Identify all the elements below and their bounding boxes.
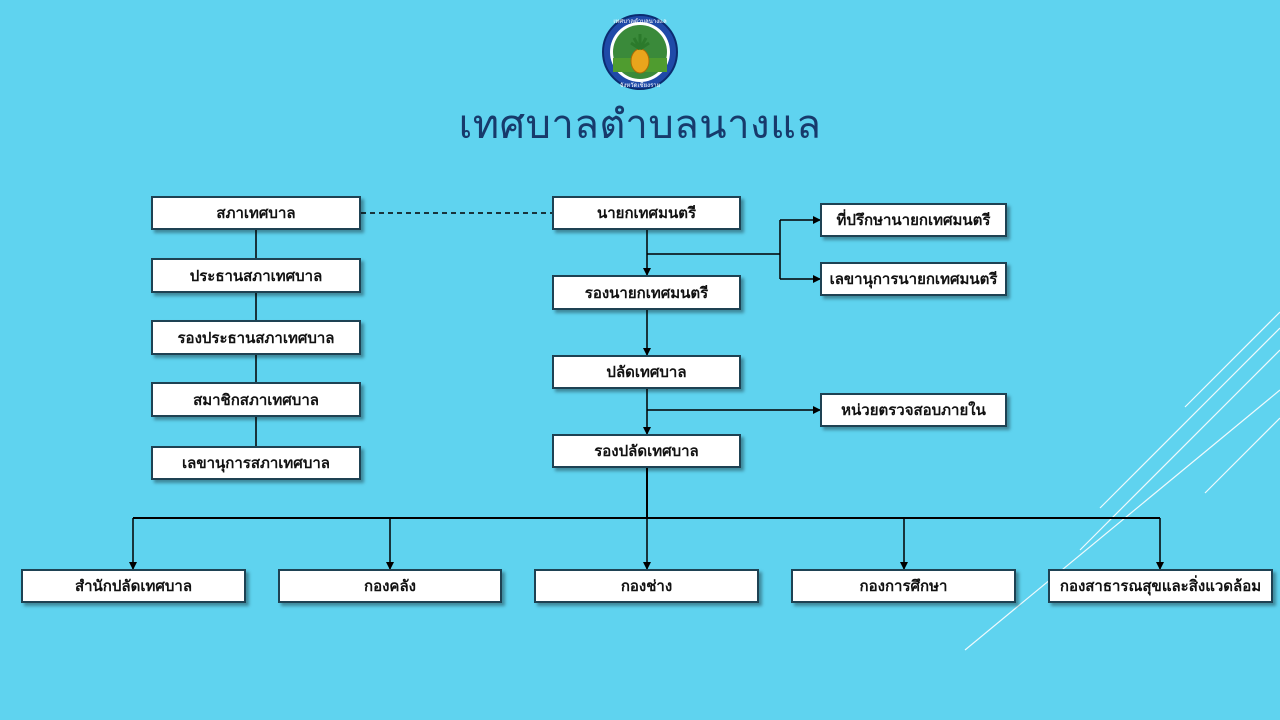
division-box-education: กองการศึกษา — [791, 569, 1016, 603]
municipality-seal: เทศบาลตำบลนางแล จังหวัดเชียงราย — [600, 14, 680, 90]
council-box: สภาเทศบาล — [151, 196, 361, 230]
mayor-box: นายกเทศมนตรี — [552, 196, 741, 230]
deputy-clerk-box: รองปลัดเทศบาล — [552, 434, 741, 468]
seal-icon: เทศบาลตำบลนางแล จังหวัดเชียงราย — [602, 14, 678, 90]
mayor-secretary-box: เลขานุการนายกเทศมนตรี — [820, 262, 1007, 296]
internal-audit-box: หน่วยตรวจสอบภายใน — [820, 393, 1007, 427]
division-box-engineering: กองช่าง — [534, 569, 759, 603]
mayor-advisor-box: ที่ปรึกษานายกเทศมนตรี — [820, 203, 1007, 237]
council-vice-chair-box: รองประธานสภาเทศบาล — [151, 320, 361, 355]
council-secretary-box: เลขานุการสภาเทศบาล — [151, 446, 361, 480]
deputy-mayor-box: รองนายกเทศมนตรี — [552, 275, 741, 310]
municipal-clerk-box: ปลัดเทศบาล — [552, 355, 741, 389]
page-title: เทศบาลตำบลนางแล — [458, 102, 822, 148]
seal-text-top: เทศบาลตำบลนางแล — [613, 18, 667, 25]
division-box-public-health: กองสาธารณสุขและสิ่งแวดล้อม — [1048, 569, 1273, 603]
division-box-clerk-office: สำนักปลัดเทศบาล — [21, 569, 246, 603]
seal-text-bottom: จังหวัดเชียงราย — [620, 81, 660, 89]
council-chair-box: ประธานสภาเทศบาล — [151, 258, 361, 293]
council-member-box: สมาชิกสภาเทศบาล — [151, 382, 361, 417]
division-box-finance: กองคลัง — [278, 569, 502, 603]
